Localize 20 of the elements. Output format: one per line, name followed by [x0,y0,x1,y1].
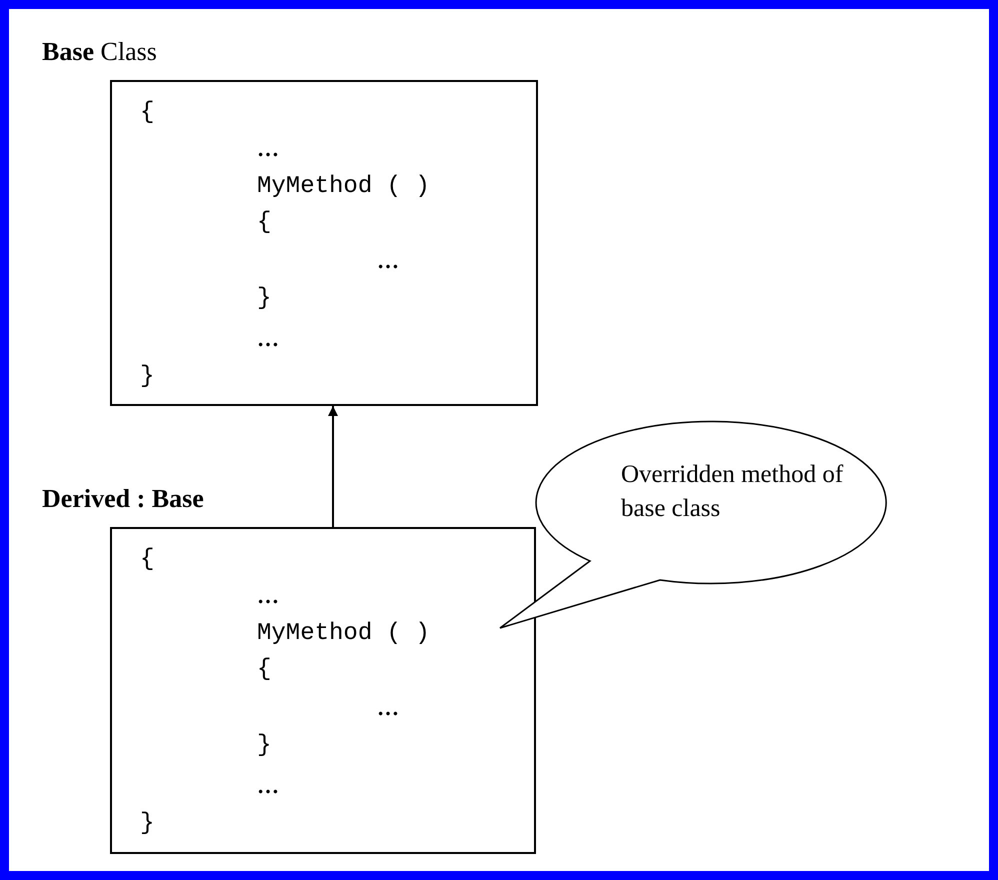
code-line: { [140,545,154,575]
class-heading: Base Class [42,37,157,67]
code-line: { [140,98,154,128]
code-line: } [140,809,154,839]
code-line: … [257,136,279,162]
code-line: } [140,362,154,392]
code-line: … [257,583,279,609]
inheritance-arrow [328,406,338,527]
code-line: } [257,731,272,761]
code-line: } [257,284,272,314]
code-line: { [257,655,272,685]
code-line: MyMethod ( ) [257,172,430,202]
code-line: … [377,248,399,274]
code-line: MyMethod ( ) [257,619,430,649]
class-heading: Derived : Base [42,484,204,514]
callout-text: Overridden method of base class [621,460,844,524]
code-line: { [257,208,272,238]
code-line: … [377,695,399,721]
code-line: … [257,326,279,352]
code-line: … [257,773,279,799]
